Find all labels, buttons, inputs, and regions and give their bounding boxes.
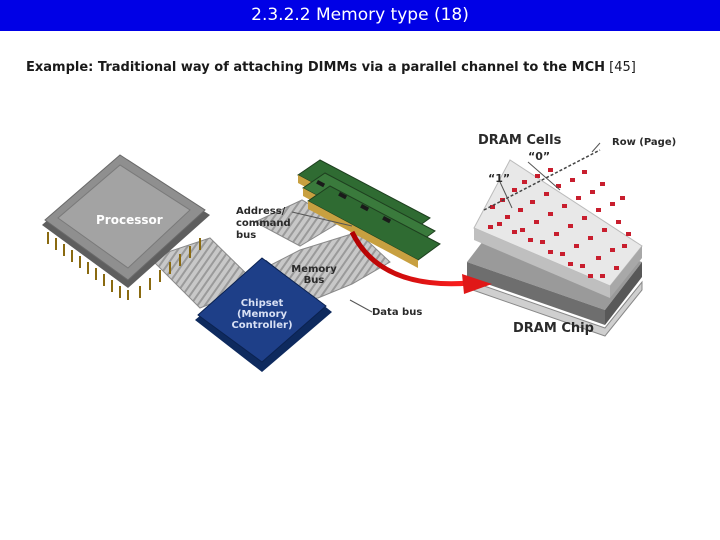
- subtitle-reference: [45]: [609, 60, 636, 75]
- chipset-chip: Chipset (Memory Controller): [195, 257, 332, 372]
- data-bus-label: Data bus: [372, 307, 422, 318]
- slide-title: 2.3.2.2 Memory type (18): [0, 0, 720, 31]
- address-bus-label-line-1: Address/: [236, 206, 286, 217]
- zero-bit-label: “0”: [528, 150, 550, 163]
- dimm-modules: [297, 159, 441, 268]
- address-bus-label-line-2: command: [236, 218, 291, 229]
- memory-bus-label-line-2: Bus: [304, 275, 325, 286]
- memory-bus-label-line-1: Memory: [291, 264, 337, 275]
- dimm-module: [307, 185, 441, 268]
- dram-cells-label: DRAM Cells: [478, 133, 562, 148]
- red-arrow: [349, 230, 492, 294]
- row-page-label: Row (Page): [612, 137, 676, 148]
- processor-label: Processor: [96, 213, 163, 227]
- chipset-label-line-2: (Memory: [237, 309, 288, 320]
- chipset-label-line-1: Chipset: [241, 298, 284, 309]
- dram-chip-label: DRAM Chip: [513, 321, 594, 336]
- dram-cell-grid: [473, 149, 643, 298]
- one-bit-label: “1”: [488, 172, 510, 185]
- chipset-label-line-3: Controller): [231, 320, 292, 331]
- address-bus-label-line-3: bus: [236, 230, 256, 241]
- slide-subtitle: Example: Traditional way of attaching DI…: [26, 60, 636, 75]
- subtitle-text: Example: Traditional way of attaching DI…: [26, 60, 606, 75]
- dram-chip: [466, 149, 643, 337]
- processor-chip: Processor: [42, 154, 210, 300]
